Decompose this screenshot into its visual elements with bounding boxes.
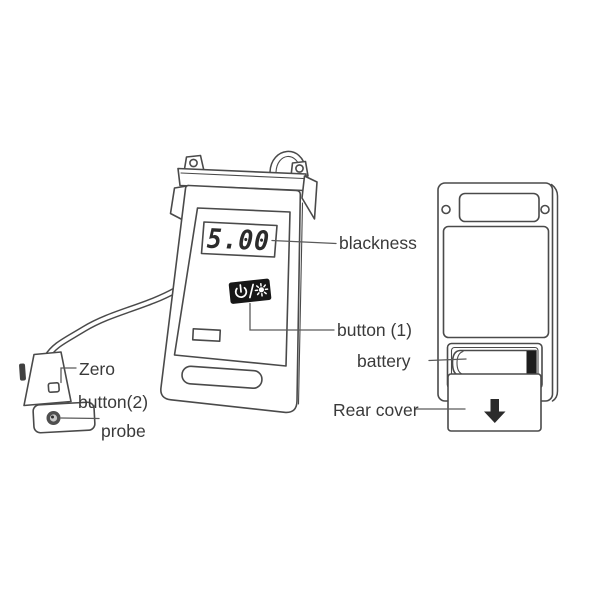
- right-side-piece: [301, 175, 318, 220]
- backlight-icon: [254, 282, 269, 297]
- probe-label: probe: [101, 421, 146, 441]
- handheld-meter-front: 5.00: [160, 150, 318, 414]
- probe-cable: [43, 286, 180, 361]
- panel-small-window: [191, 328, 222, 342]
- screw-icon-right: [540, 204, 550, 215]
- battery-terminal-band: [526, 351, 536, 375]
- battery-leader: [428, 358, 467, 362]
- screw-icon-left: [441, 204, 451, 215]
- button2-label: button(2): [78, 392, 148, 412]
- rear-cover-label: Rear cover: [333, 400, 419, 420]
- bottom-label-slot: [181, 365, 263, 389]
- labels: blackness button (1) battery Rear cover …: [78, 233, 419, 441]
- battery-label: battery: [357, 351, 411, 371]
- probe-body: [23, 351, 72, 407]
- meter-rear-view: [437, 182, 559, 432]
- battery: [451, 349, 537, 377]
- button1-leader: [249, 302, 335, 331]
- probe-lens: [46, 411, 61, 425]
- top-cap-edge: [180, 172, 305, 180]
- power-icon: [234, 284, 248, 298]
- power-backlight-button: [228, 278, 272, 304]
- zero-label: Zero: [79, 359, 115, 379]
- leader-lines: [60, 239, 467, 420]
- button1-label: button (1): [337, 320, 412, 340]
- probe-side-notch: [19, 363, 26, 381]
- left-tab-hole: [189, 158, 198, 168]
- lcd-display-value: 5.00: [206, 224, 270, 258]
- blackness-label: blackness: [339, 233, 417, 253]
- probe-leader: [60, 417, 100, 420]
- down-arrow-icon: [484, 399, 506, 423]
- rear-main-panel: [442, 225, 550, 339]
- body-depth-line: [297, 202, 304, 405]
- rear-depth-edge: [550, 183, 559, 402]
- rear-top-plate: [458, 192, 540, 223]
- zero-button-leader: [60, 367, 77, 384]
- lcd-display: [200, 221, 278, 258]
- slash-divider: [249, 283, 254, 299]
- zero-button: [47, 381, 60, 394]
- right-tab-hole: [295, 164, 304, 173]
- blackness-leader: [271, 239, 337, 245]
